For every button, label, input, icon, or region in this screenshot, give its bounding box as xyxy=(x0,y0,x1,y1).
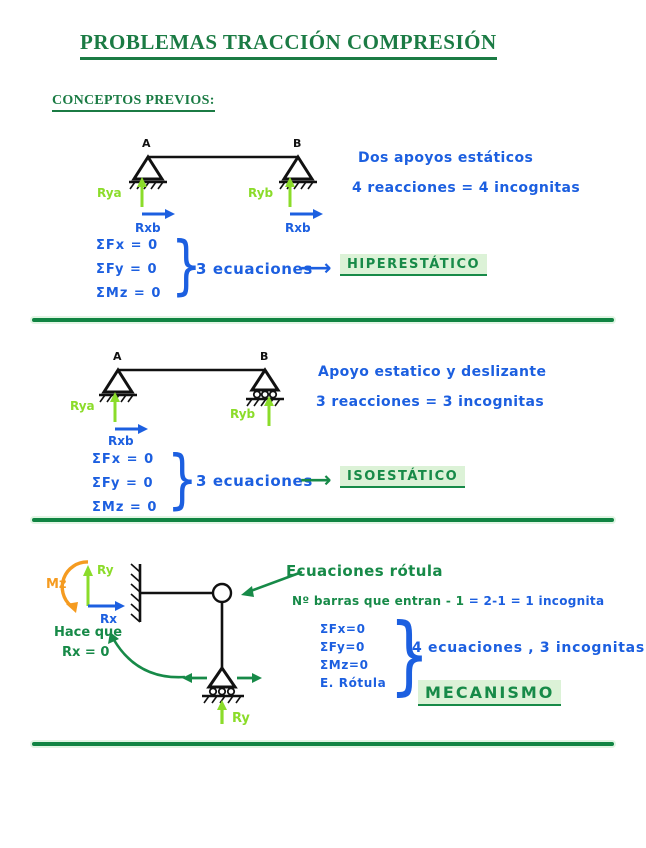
formula-resultado-incognita: = 2-1 = 1 incognita xyxy=(468,594,605,608)
reaction-rxb-label: Rxb xyxy=(285,221,311,235)
equations-block-1: ΣFx = 0 ΣFy = 0 ΣMz = 0 xyxy=(96,234,161,306)
wall-support-icon xyxy=(130,563,142,623)
rx-axis-arrow-icon xyxy=(88,601,125,611)
count-3-ecuaciones: 3 ecuaciones xyxy=(196,472,313,490)
roller-support-b-icon xyxy=(246,367,284,407)
equation-sum-fy: ΣFy=0 xyxy=(320,640,365,654)
reaction-rxb-arrow-icon xyxy=(290,209,323,219)
reaction-ryb-label: Ryb xyxy=(230,407,256,421)
result-isoestatico: ISOESTÁTICO xyxy=(340,466,466,488)
section-heading-conceptos: CONCEPTOS PREVIOS: xyxy=(52,93,215,112)
curly-brace-icon: } xyxy=(167,443,198,517)
pinned-support-a-icon xyxy=(99,367,137,403)
ry-axis-label: Ry xyxy=(97,563,114,577)
equation-rotula: E. Rótula xyxy=(320,676,387,690)
reaction-rxa-label: Rxb xyxy=(108,434,134,446)
equation-sum-fy: ΣFy = 0 xyxy=(96,262,158,277)
reaction-ryb-arrow-icon xyxy=(285,177,295,207)
reaction-rxa-arrow-icon xyxy=(142,209,175,219)
beam-diagram-pinned-roller: A B Rya xyxy=(70,350,284,446)
support-b-label: B xyxy=(293,137,301,150)
note-ecuaciones-rotula: Ecuaciones rótula xyxy=(286,562,443,580)
section-divider xyxy=(32,318,614,322)
section-divider xyxy=(32,742,614,746)
beam-diagram-two-pinned-supports: A B Rya xyxy=(97,137,323,235)
section-divider xyxy=(32,518,614,522)
hace-que-label-line1: Hace que xyxy=(54,625,122,640)
equations-block-2: ΣFx = 0 ΣFy = 0 ΣMz = 0 xyxy=(92,448,157,520)
hinge-pointer-arrow-icon xyxy=(241,570,303,597)
reaction-rya-label: Rya xyxy=(97,186,122,200)
reaction-rya-label: Rya xyxy=(70,399,95,413)
hace-que-curve-arrow-icon xyxy=(108,632,186,679)
curly-brace-icon: } xyxy=(171,229,202,303)
support-a-label: A xyxy=(113,350,122,363)
reaction-ry-bottom-arrow-icon xyxy=(217,700,227,724)
pinned-support-b-icon xyxy=(279,154,317,190)
reaction-ryb-arrow-icon xyxy=(264,396,274,426)
reaction-rya-arrow-icon xyxy=(137,177,147,207)
formula-barras-entran: Nº barras que entran - 1 xyxy=(292,594,465,608)
equation-sum-mz: ΣMz=0 xyxy=(320,658,369,672)
note-4-reacciones: 4 reacciones = 4 incognitas xyxy=(352,180,581,196)
equations-block-3: ΣFx=0 ΣFy=0 ΣMz=0 E. Rótula xyxy=(320,620,386,692)
result-hiperestatico: HIPERESTÁTICO xyxy=(340,254,488,276)
reaction-ryb-label: Ryb xyxy=(248,186,274,200)
equation-sum-fy: ΣFy = 0 xyxy=(92,476,154,491)
note-dos-apoyos: Dos apoyos estáticos xyxy=(358,150,534,166)
result-mecanismo: MECANISMO xyxy=(418,680,562,706)
reaction-rxa-arrow-icon xyxy=(115,424,148,434)
note-3-reacciones: 3 reacciones = 3 incognitas xyxy=(316,394,545,410)
moment-arc-arrow-icon xyxy=(60,560,89,613)
equation-sum-fx: ΣFx = 0 xyxy=(96,238,159,253)
hinge-rotula-icon xyxy=(211,582,233,604)
roller-support-icon xyxy=(202,665,244,704)
equation-sum-fx: ΣFx=0 xyxy=(320,622,366,636)
support-b-label: B xyxy=(260,350,268,363)
slide-left-arrow-icon xyxy=(182,673,207,683)
frame-diagram-with-hinge: Mz Ry Rx xyxy=(46,560,303,726)
equation-sum-mz: ΣMz = 0 xyxy=(96,286,162,301)
page-title: PROBLEMAS TRACCIÓN COMPRESIÓN xyxy=(80,30,497,60)
pinned-support-a-icon xyxy=(129,154,167,190)
reaction-rxa-label: Rxb xyxy=(135,221,161,235)
right-arrow-icon: ⟶ xyxy=(300,468,332,493)
equation-sum-fx: ΣFx = 0 xyxy=(92,452,155,467)
slide-right-arrow-icon xyxy=(237,673,262,683)
ry-axis-arrow-icon xyxy=(83,565,93,606)
right-arrow-icon: ⟶ xyxy=(300,256,332,281)
reaction-rya-arrow-icon xyxy=(110,392,120,422)
equation-sum-mz: ΣMz = 0 xyxy=(92,500,158,515)
count-3-ecuaciones: 3 ecuaciones xyxy=(196,260,313,278)
note-apoyo-estatico: Apoyo estatico y deslizante xyxy=(318,364,547,380)
support-a-label: A xyxy=(142,137,151,150)
count-4-ecuaciones: 4 ecuaciones , 3 incognitas xyxy=(412,640,645,656)
rx-axis-label: Rx xyxy=(100,612,117,626)
reaction-ry-bottom-label: Ry xyxy=(232,711,250,726)
hace-que-label-line2: Rx = 0 xyxy=(62,645,109,660)
